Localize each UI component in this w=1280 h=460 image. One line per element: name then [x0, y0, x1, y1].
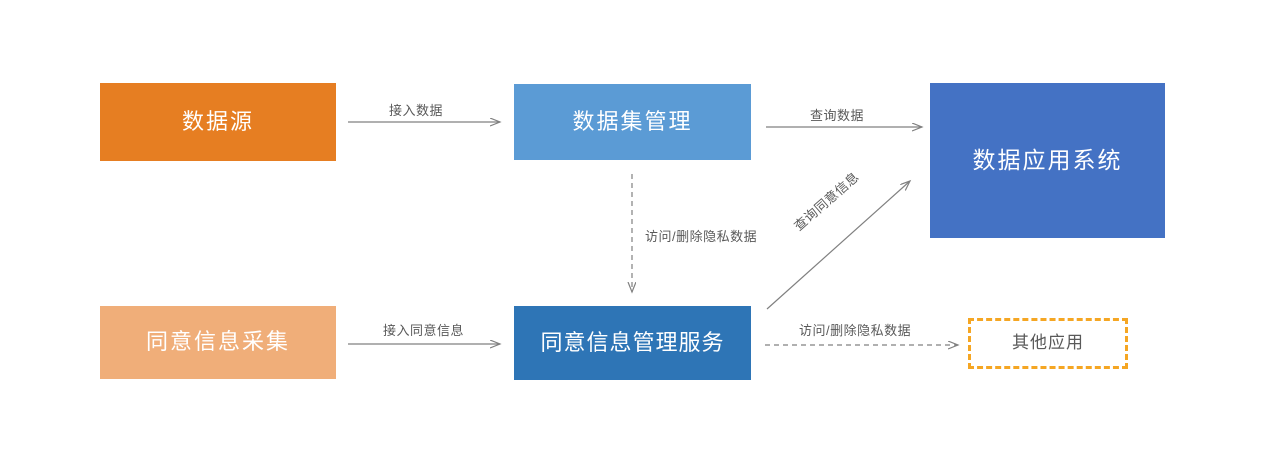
node-consent-collect-label: 同意信息采集 [145, 329, 290, 355]
node-consent-service-label: 同意信息管理服务 [540, 329, 725, 355]
node-data-app-system[interactable]: 数据应用系统 [930, 83, 1165, 238]
edge-label-access-delete-private-bottom: 访问/删除隐私数据 [799, 323, 912, 338]
node-dataset-mgmt-label: 数据集管理 [572, 108, 693, 134]
node-data-app-system-label: 数据应用系统 [972, 146, 1123, 173]
edge-label-query-data: 查询数据 [810, 108, 865, 123]
node-dataset-mgmt[interactable]: 数据集管理 [514, 84, 751, 160]
edge-label-ingest-data: 接入数据 [389, 103, 444, 118]
edge-label-query-consent: 查询同意信息 [790, 169, 862, 234]
node-consent-collect[interactable]: 同意信息采集 [100, 306, 336, 379]
node-other-app[interactable]: 其他应用 [968, 318, 1128, 369]
node-data-source[interactable]: 数据源 [100, 83, 336, 161]
edge-label-access-delete-private-top: 访问/删除隐私数据 [645, 229, 758, 244]
node-other-app-label: 其他应用 [1012, 333, 1084, 353]
node-data-source-label: 数据源 [181, 108, 254, 134]
edge-label-ingest-consent: 接入同意信息 [383, 323, 465, 338]
node-consent-service[interactable]: 同意信息管理服务 [514, 306, 751, 380]
